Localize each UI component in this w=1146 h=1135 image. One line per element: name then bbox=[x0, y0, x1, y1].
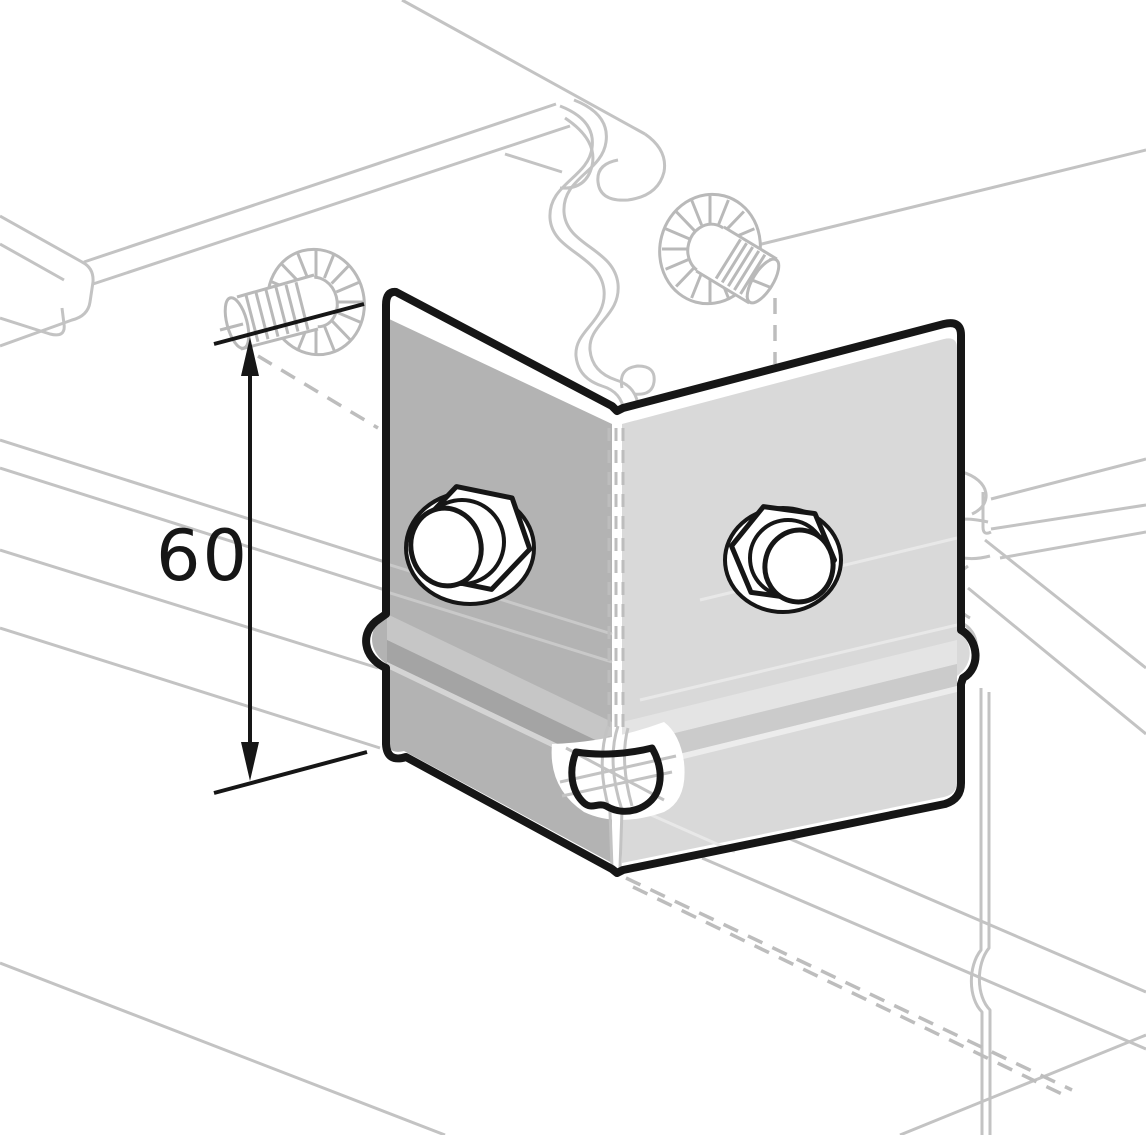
serrated-flange-screw-left bbox=[219, 247, 366, 357]
rail-right-junction-profile bbox=[934, 457, 1146, 736]
bolt-dome bbox=[762, 527, 836, 605]
dimension-annotation: 60 bbox=[156, 302, 368, 795]
arrowhead-down bbox=[241, 742, 259, 781]
bracket-bead-right bbox=[622, 640, 957, 774]
hex-bolt-right bbox=[723, 504, 843, 614]
rail-left-end-profile bbox=[0, 214, 95, 348]
hex-bolt-left bbox=[404, 484, 536, 606]
arrowhead-up bbox=[241, 337, 259, 376]
extension-line-bottom bbox=[213, 750, 368, 795]
thread-lines bbox=[244, 281, 310, 343]
thread-lines bbox=[714, 238, 773, 299]
hidden-dashed-lines bbox=[257, 298, 1073, 1098]
bolt-dome bbox=[408, 505, 484, 589]
bracket-corner-cutout bbox=[551, 722, 685, 869]
extension-line-top bbox=[213, 302, 365, 346]
dimension-label: 60 bbox=[156, 515, 249, 597]
bracket-outline bbox=[362, 287, 980, 877]
serrated-flange-screw-right bbox=[658, 192, 781, 306]
rail-upper-end-profile bbox=[401, 0, 667, 429]
fold-hidden-lines bbox=[607, 428, 625, 738]
